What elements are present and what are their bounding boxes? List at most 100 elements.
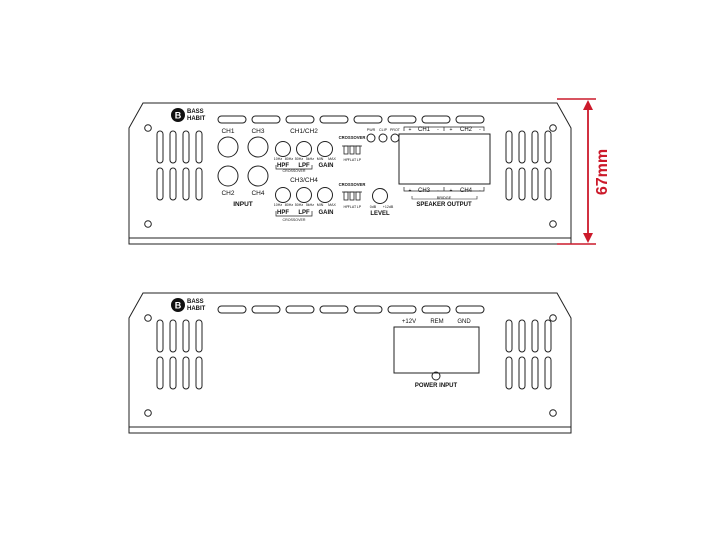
hpf-label-ch12: HPF: [277, 163, 289, 169]
speaker-output-bracket-bottom: [403, 187, 485, 192]
brand-logo-glyph: B: [175, 301, 182, 311]
out-ch1-plus: +: [409, 127, 412, 133]
switch-lp-ch34: LP: [357, 205, 362, 209]
clip-led: [378, 133, 388, 143]
dimension-arrow-bottom: [583, 233, 593, 243]
switch-title-ch12: CROSSOVER: [339, 135, 366, 140]
gain-min-ch34: MIN: [317, 203, 324, 207]
rear-panel-outline: [128, 292, 572, 434]
top-vent-slots: [217, 305, 485, 314]
lpf-knob-ch34[interactable]: [296, 187, 312, 203]
hpf-min-ch12: 10Hz: [274, 157, 283, 161]
rear-panel: [128, 292, 572, 434]
prot-led: [390, 133, 400, 143]
gain-knob-ch12[interactable]: [317, 141, 333, 157]
rear-panel-labels: B BASS HABIT +12V REM GND POWER INPUT: [171, 298, 471, 389]
gain-max-ch12: MAX: [328, 157, 336, 161]
input-label: INPUT: [233, 201, 253, 208]
gain-knob-ch34[interactable]: [317, 187, 333, 203]
mount-hole: [549, 409, 557, 417]
height-dimension: [557, 98, 596, 245]
level-knob[interactable]: [372, 188, 388, 204]
brand-logo-icon: [171, 108, 185, 122]
lpf-max-ch34: 5kHz: [306, 203, 314, 207]
out-ch2-plus: +: [450, 127, 453, 133]
rca-input-ch1[interactable]: [217, 136, 239, 158]
mount-hole: [144, 124, 152, 132]
front-panel: [128, 102, 572, 245]
speaker-output-bracket-top: [403, 126, 485, 131]
brand-logo-icon: [171, 298, 185, 312]
rca-inputs: [217, 136, 269, 187]
crossover-switch-ch12[interactable]: [342, 145, 362, 155]
vent-grille-right: [505, 319, 552, 390]
crossover-bracket-ch34: [275, 211, 313, 217]
ch12-header: CH1/CH2: [290, 128, 318, 135]
lpf-min-ch34: 50Hz: [295, 203, 304, 207]
front-panel-outline: [128, 102, 572, 245]
out-ch2-minus: -: [479, 127, 481, 133]
terminal-12v-label: +12V: [402, 319, 416, 325]
ch34-header: CH3/CH4: [290, 177, 318, 184]
level-label: LEVEL: [370, 211, 390, 217]
rca-input-ch2[interactable]: [217, 165, 239, 187]
out-ch4-minus: -: [479, 188, 481, 194]
bridge-label: BRIDGE: [437, 196, 452, 200]
out-ch1-minus: -: [437, 127, 439, 133]
crossover-switch-ch34[interactable]: [342, 191, 362, 201]
power-input-led: [431, 371, 441, 381]
level-max: +12dB: [383, 205, 394, 209]
prot-led-label: PROT: [390, 128, 401, 132]
gain-max-ch34: MAX: [328, 203, 336, 207]
front-panel-labels: B BASS HABIT CH1 CH3 CH2 CH4 INPUT CH1/C…: [171, 108, 481, 222]
bridge-bracket: [411, 196, 478, 200]
mount-hole: [549, 314, 557, 322]
hpf-label-ch34: HPF: [277, 210, 289, 216]
hpf-min-ch34: 10Hz: [274, 203, 283, 207]
brand-name-line1: BASS: [187, 299, 204, 305]
speaker-output-terminal-block[interactable]: [398, 133, 491, 185]
input-ch4-label: CH4: [251, 190, 264, 197]
switch-flat-ch12: FLAT: [348, 158, 357, 162]
vent-grille-left: [156, 130, 203, 201]
switch-hp-ch12: HP: [344, 158, 350, 162]
lpf-max-ch12: 5kHz: [306, 157, 314, 161]
brand-name-line1: BASS: [187, 109, 204, 115]
speaker-output-label: SPEAKER OUTPUT: [416, 202, 472, 208]
lpf-label-ch34: LPF: [298, 210, 310, 216]
lpf-label-ch12: LPF: [298, 163, 310, 169]
hpf-knob-ch12[interactable]: [275, 141, 291, 157]
gain-min-ch12: MIN: [317, 157, 324, 161]
out-ch3-label: CH3: [418, 188, 431, 194]
hpf-knob-ch34[interactable]: [275, 187, 291, 203]
knobs-ch34: [275, 187, 333, 203]
clip-led-label: CLIP: [379, 128, 388, 132]
out-ch2-label: CH2: [460, 127, 473, 133]
out-ch4-plus: +: [450, 188, 453, 194]
gain-label-ch34: GAIN: [319, 210, 334, 216]
out-ch3-plus: +: [409, 188, 412, 194]
rca-input-ch4[interactable]: [247, 165, 269, 187]
out-ch4-label: CH4: [460, 188, 473, 194]
switch-hp-ch34: HP: [344, 205, 350, 209]
out-ch3-minus: -: [437, 188, 439, 194]
rca-input-ch3[interactable]: [247, 136, 269, 158]
pwr-led: [366, 133, 376, 143]
crossover-caption-ch34: CROSSOVER: [283, 218, 306, 222]
dimension-label: 67mm: [594, 149, 611, 195]
out-ch1-label: CH1: [418, 127, 431, 133]
top-vent-slots: [217, 115, 485, 124]
power-terminal-block[interactable]: [393, 326, 480, 374]
vent-grille-right: [505, 130, 552, 201]
dimension-arrow-top: [583, 100, 593, 110]
mount-hole: [549, 220, 557, 228]
lpf-knob-ch12[interactable]: [296, 141, 312, 157]
switch-flat-ch34: FLAT: [348, 205, 357, 209]
power-input-label: POWER INPUT: [415, 383, 458, 389]
input-ch1-label: CH1: [221, 128, 234, 135]
input-ch2-label: CH2: [221, 190, 234, 197]
crossover-bracket-ch12: [275, 165, 313, 170]
brand-name-line2: HABIT: [187, 116, 206, 122]
pwr-led-label: PWR: [367, 128, 376, 132]
